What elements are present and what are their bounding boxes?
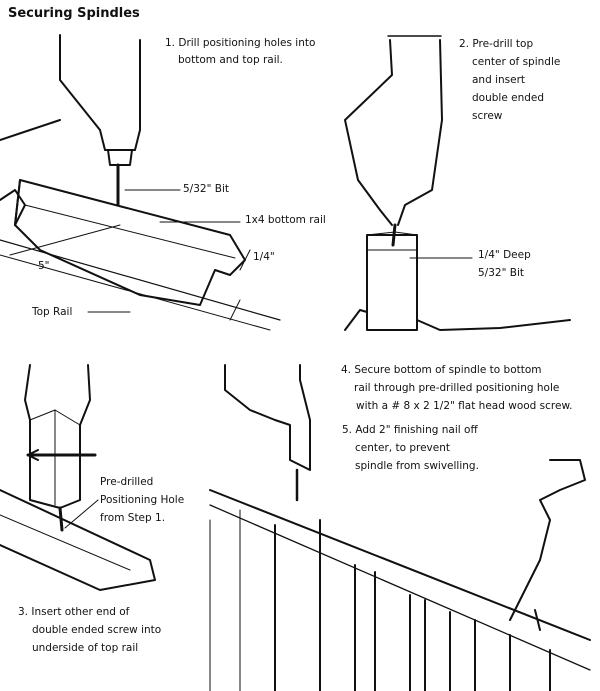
- step2-line5: screw: [472, 110, 503, 122]
- step4-line1: 4. Secure bottom of spindle to bottom: [341, 364, 542, 376]
- step5-line1: 5. Add 2" finishing nail off: [342, 424, 478, 436]
- label-bit-size-2: 5/32" Bit: [478, 267, 524, 279]
- step4-line3: with a # 8 x 2 1/2" flat head wood screw…: [356, 400, 573, 412]
- step2-line4: double ended: [472, 92, 545, 104]
- label-predrilled-2: Positioning Hole: [100, 494, 185, 506]
- step3-line2: double ended screw into: [32, 624, 162, 636]
- label-bottom-rail: 1x4 bottom rail: [245, 214, 326, 226]
- label-predrilled-1: Pre-drilled: [100, 476, 154, 488]
- step2-line3: and insert: [472, 74, 526, 86]
- diagram-title: Securing Spindles: [8, 6, 140, 21]
- step1-line1: 1. Drill positioning holes into: [165, 37, 316, 49]
- step1-line2: bottom and top rail.: [178, 54, 283, 66]
- panel1-rail-drawing: [0, 179, 281, 331]
- step3-line3: underside of top rail: [32, 642, 139, 654]
- step5-line2: center, to prevent: [355, 442, 450, 454]
- label-quarter-inch: 1/4": [253, 251, 275, 263]
- label-bit-size: 5/32" Bit: [183, 183, 229, 195]
- label-predrilled-3: from Step 1.: [100, 512, 166, 524]
- step5-line3: spindle from swivelling.: [355, 460, 479, 472]
- step4-line2: rail through pre-drilled positioning hol…: [354, 382, 560, 394]
- label-top-rail: Top Rail: [32, 306, 73, 318]
- label-five-inch: 5": [38, 260, 50, 272]
- label-depth: 1/4" Deep: [478, 249, 531, 261]
- step3-line1: 3. Insert other end of: [18, 606, 130, 618]
- step2-line2: center of spindle: [472, 56, 561, 68]
- panel2-hand-spindle-drawing: [344, 35, 571, 331]
- panel45-railing-drawing: [209, 364, 591, 691]
- step2-line1: 2. Pre-drill top: [459, 38, 534, 50]
- panel3-spindle-rail-drawing: [0, 364, 156, 591]
- panel1-drill-drawing: [0, 34, 141, 207]
